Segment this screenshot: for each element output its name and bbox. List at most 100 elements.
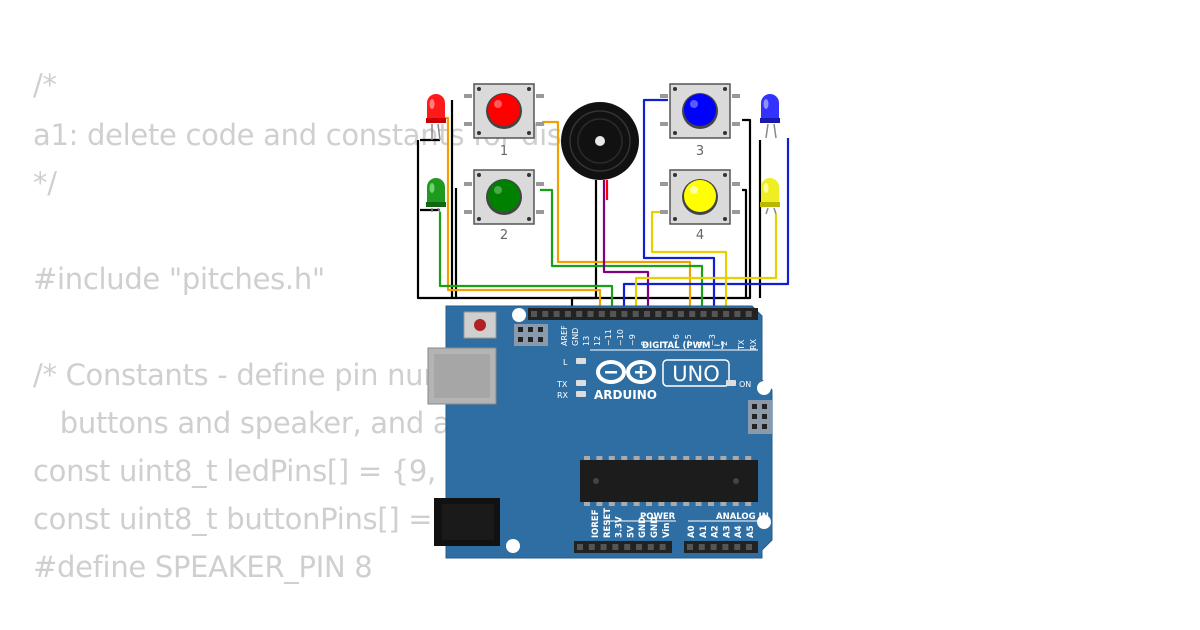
digital-pin-label: ~5 [684, 334, 693, 346]
on-label: ON [739, 380, 751, 389]
chip-pin [720, 456, 727, 460]
wire-orange [542, 120, 692, 316]
chip-pin [621, 456, 628, 460]
wire-black [572, 118, 752, 300]
button-cap [488, 180, 520, 212]
header-pin [587, 311, 594, 317]
header-pin [598, 311, 605, 317]
push-button-2[interactable]: 2 [464, 169, 544, 243]
digital-pin-label: ~9 [628, 334, 637, 346]
led-leg [437, 207, 441, 213]
mounting-hole [757, 515, 771, 529]
button-pin [732, 182, 740, 186]
led-label-rx: RX [557, 391, 569, 400]
chip-pin [621, 502, 628, 506]
wire-green [438, 212, 614, 316]
chip-pin [708, 456, 714, 460]
button-pin [660, 210, 668, 214]
chip-pin [658, 456, 665, 460]
atmega-chip [580, 460, 758, 502]
led-red[interactable] [426, 94, 446, 141]
header-pin [710, 544, 717, 550]
led-body [427, 178, 445, 202]
button-pin [464, 210, 472, 214]
analog-pin-label: A3 [722, 525, 732, 538]
led-yellow[interactable] [760, 178, 780, 215]
led-leg [765, 123, 769, 139]
pin-label-tx: TX [737, 339, 746, 351]
code-line: #define SPEAKER_PIN 8 [33, 550, 373, 584]
mounting-hole [757, 381, 771, 395]
chip-pin [646, 456, 652, 460]
header-pin [711, 311, 718, 317]
led-body [427, 94, 445, 118]
button-shine [494, 100, 502, 108]
chip-pins [584, 456, 752, 506]
code-line: /* [33, 68, 57, 102]
analog-pin-label: A4 [734, 525, 744, 538]
chip-pin [584, 502, 590, 506]
header-pin [687, 544, 693, 550]
chip-notch [593, 478, 599, 484]
chip-pin [584, 456, 590, 460]
push-button-3[interactable]: 3 [660, 83, 740, 159]
button-corner [527, 87, 531, 91]
chip-pin [695, 456, 702, 460]
push-button-4[interactable]: 4 [660, 169, 740, 243]
digital-pin-label: 13 [582, 336, 591, 346]
button-label: 1 [500, 144, 508, 159]
button-shine [494, 186, 502, 194]
chip-pin [646, 502, 652, 506]
button-pin [536, 182, 544, 186]
chip-pin [633, 502, 640, 506]
chip-pin [720, 502, 727, 506]
button-corner [673, 131, 677, 135]
header-pin [636, 544, 642, 550]
buzzer-ring [569, 110, 631, 172]
header-pin [553, 311, 560, 317]
led-label-tx: TX [556, 380, 568, 389]
digital-pin-label: 8 [640, 341, 649, 346]
pin-label-gnd: GND [571, 328, 580, 346]
chip-pin [708, 502, 714, 506]
chip-dot [733, 478, 739, 484]
header-pin [621, 311, 628, 317]
header-pin [677, 311, 684, 317]
buzzer-ring [577, 118, 623, 164]
button-corner [477, 217, 481, 221]
led-leg [773, 123, 777, 139]
button-shine [690, 186, 698, 194]
analog-label: ANALOG IN [716, 512, 769, 522]
button-pin [660, 94, 668, 98]
header-pin [542, 311, 549, 317]
power-pin-label: GND [650, 517, 660, 538]
button-corner [723, 173, 727, 177]
chip-pin [596, 456, 603, 460]
analog-pin-label: A2 [711, 525, 721, 538]
chip-pin [596, 502, 603, 506]
led-blue[interactable] [760, 94, 780, 139]
analog-pin-label: A5 [746, 525, 756, 538]
push-button-1[interactable]: 1 [464, 83, 544, 159]
button-label: 2 [500, 228, 508, 243]
header-pin [600, 544, 607, 550]
header-pin [655, 311, 662, 317]
button-corner [477, 131, 481, 135]
power-label: POWER [640, 512, 676, 522]
button-corner [723, 217, 727, 221]
led-leg [773, 207, 777, 215]
button-corner [673, 217, 677, 221]
chip-pin [732, 502, 739, 506]
led-green[interactable] [426, 178, 446, 213]
piezo-buzzer[interactable] [561, 102, 639, 180]
wire-green [540, 188, 704, 316]
icsp-header-right [748, 400, 772, 434]
header-pin [698, 544, 705, 550]
digital-pin-label: ~11 [604, 329, 613, 346]
arduino-logo-icon [596, 360, 656, 384]
button-pin [660, 182, 668, 186]
power-pin-label: Vin [662, 523, 672, 538]
led-leg [437, 123, 441, 141]
